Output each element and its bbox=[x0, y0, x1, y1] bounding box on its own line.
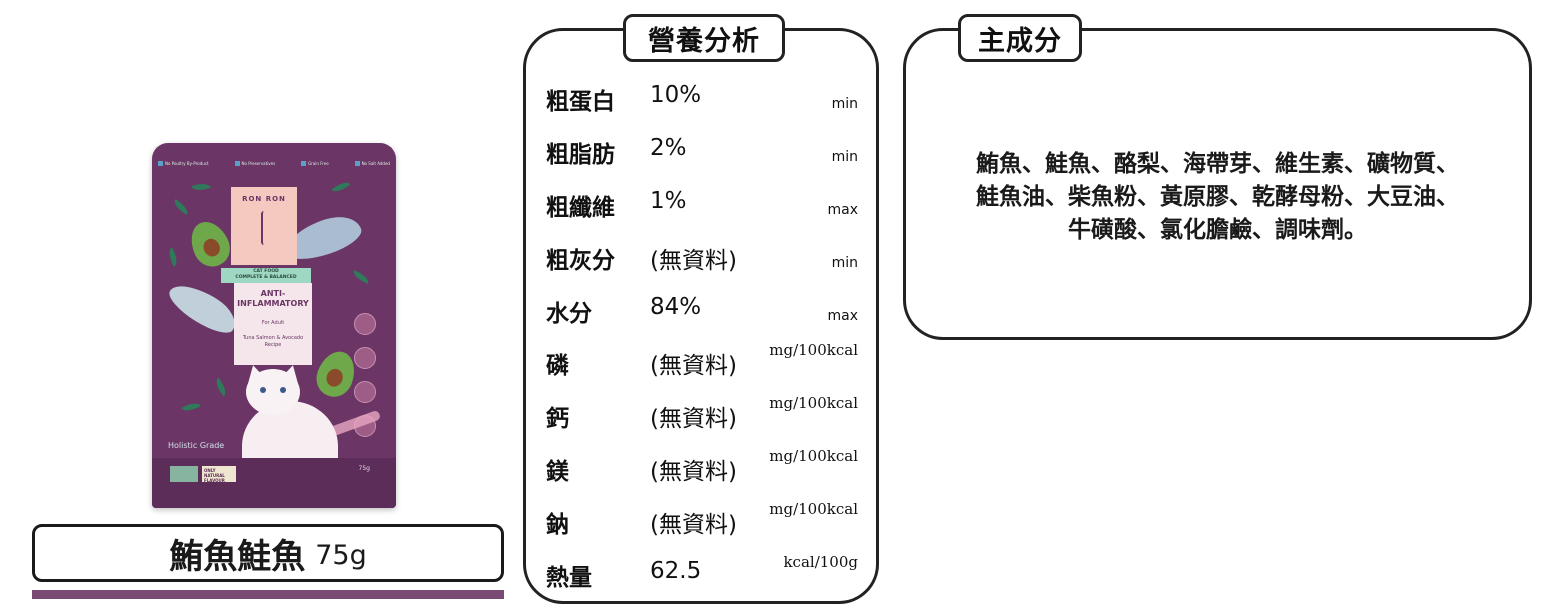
nutrition-row: 粗脂肪 2% min bbox=[546, 129, 858, 169]
category-bar: CAT FOOD COMPLETE & BALANCED bbox=[221, 268, 311, 283]
nutrition-label: 磷 bbox=[546, 353, 569, 379]
product-image: No Poultry By-Product No Preservatives G… bbox=[152, 143, 396, 508]
cat-eye bbox=[260, 387, 266, 393]
avocado-icon bbox=[183, 215, 237, 273]
nutrition-value: (無資料) bbox=[650, 459, 737, 485]
nutrition-value: (無資料) bbox=[650, 512, 737, 538]
holistic-grade-logo: Holistic Grade bbox=[168, 441, 225, 450]
nutrition-value: (無資料) bbox=[650, 248, 737, 274]
ingredients-line: 牛磺酸、氯化膽鹼、調味劑。 bbox=[1068, 217, 1367, 243]
nutrition-row: 水分 84% max bbox=[546, 288, 858, 328]
nutrition-row: 鈣 (無資料) mg/100kcal bbox=[546, 393, 858, 433]
leaf-icon bbox=[331, 178, 351, 196]
nutrition-row: 粗灰分 (無資料) min bbox=[546, 235, 858, 275]
nutrition-unit: max bbox=[827, 202, 858, 218]
pouch-info-box: ANTI-INFLAMMATORY For Adult Tuna Salmon … bbox=[234, 283, 312, 365]
subcategory-text: COMPLETE & BALANCED bbox=[235, 275, 297, 280]
pouch-badges bbox=[354, 313, 378, 449]
check-icon bbox=[158, 161, 163, 166]
pouch-recipe: Tuna Salmon & Avocado Recipe bbox=[242, 335, 304, 348]
nutrition-row: 粗蛋白 10% min bbox=[546, 76, 858, 116]
nutrition-unit: min bbox=[831, 96, 858, 112]
pouch-claim: Grain Free bbox=[301, 161, 329, 166]
category-text: CAT FOOD bbox=[253, 269, 279, 274]
nutrition-label: 粗灰分 bbox=[546, 248, 615, 274]
check-icon bbox=[354, 161, 360, 166]
cat-head bbox=[246, 369, 300, 415]
nutrition-label: 鈉 bbox=[546, 512, 569, 538]
nutrition-label: 粗蛋白 bbox=[546, 89, 615, 115]
ingredients-title: 主成分 bbox=[958, 14, 1082, 62]
nutrition-value: (無資料) bbox=[650, 406, 737, 432]
pouch-claim: No Poultry By-Product bbox=[158, 161, 209, 166]
pouch-headline: ANTI-INFLAMMATORY bbox=[237, 289, 309, 308]
product-name-plaque: 鮪魚鮭魚 75g bbox=[32, 524, 504, 582]
nutrition-title: 營養分析 bbox=[623, 14, 785, 62]
leaf-icon bbox=[351, 270, 371, 284]
nutrition-label: 粗纖維 bbox=[546, 195, 615, 221]
leaf-icon bbox=[212, 377, 230, 397]
nutrition-value: (無資料) bbox=[650, 353, 737, 379]
nutrition-row: 鈉 (無資料) mg/100kcal bbox=[546, 499, 858, 539]
cat-eye bbox=[280, 387, 286, 393]
salmon-fish-icon bbox=[163, 275, 243, 341]
natural-flavour-badge: ONLY NATURAL FLAVOUR FOOD bbox=[202, 466, 236, 488]
badge-icon bbox=[354, 313, 376, 335]
pouch-net-weight: 75g bbox=[358, 465, 370, 472]
brand-label: RON RON bbox=[231, 187, 297, 265]
pouch-audience: For Adult bbox=[261, 320, 285, 326]
leaf-icon bbox=[171, 199, 191, 215]
certification-seal-icon bbox=[170, 466, 198, 482]
nutrition-row: 鎂 (無資料) mg/100kcal bbox=[546, 446, 858, 486]
nutrition-unit: kcal/100g bbox=[783, 553, 858, 571]
ingredients-list: 鮪魚、鮭魚、酪梨、海帶芽、維生素、礦物質、 鮭魚油、柴魚粉、黃原膠、乾酵母粉、大… bbox=[925, 148, 1510, 247]
nutrition-label: 熱量 bbox=[546, 565, 592, 591]
nutrition-unit: mg/100kcal bbox=[769, 500, 858, 518]
nutrition-unit: max bbox=[827, 308, 858, 324]
product-weight: 75g bbox=[315, 539, 367, 571]
check-icon bbox=[234, 161, 240, 166]
leaf-icon bbox=[181, 399, 201, 415]
leaf-icon bbox=[191, 180, 211, 194]
nutrition-unit: min bbox=[831, 255, 858, 271]
nutrition-value: 1% bbox=[650, 188, 687, 214]
nutrition-label: 鈣 bbox=[546, 406, 569, 432]
nutrition-value: 62.5 bbox=[650, 558, 702, 584]
badge-icon bbox=[354, 381, 376, 403]
badge-icon bbox=[354, 347, 376, 369]
nutrition-label: 粗脂肪 bbox=[546, 142, 615, 168]
nutrition-row: 粗纖維 1% max bbox=[546, 182, 858, 222]
nutrition-row: 熱量 62.5 kcal/100g bbox=[546, 552, 858, 592]
nutrition-panel bbox=[523, 28, 879, 604]
nutrition-value: 10% bbox=[650, 82, 702, 108]
product-name: 鮪魚鮭魚 bbox=[169, 536, 306, 577]
check-icon bbox=[301, 161, 307, 166]
nutrition-value: 84% bbox=[650, 294, 702, 320]
cat-logo-icon bbox=[261, 211, 267, 245]
pouch-claims: No Poultry By-Product No Preservatives G… bbox=[158, 161, 390, 166]
brand-name: RON RON bbox=[242, 195, 286, 203]
nutrition-label: 鎂 bbox=[546, 459, 569, 485]
ingredients-panel bbox=[903, 28, 1532, 340]
nutrition-unit: mg/100kcal bbox=[769, 447, 858, 465]
nutrition-unit: min bbox=[831, 149, 858, 165]
nutrition-label: 水分 bbox=[546, 301, 592, 327]
pouch-claim: No Preservatives bbox=[234, 161, 275, 166]
nutrition-unit: mg/100kcal bbox=[769, 341, 858, 359]
nutrition-unit: mg/100kcal bbox=[769, 394, 858, 412]
leaf-icon bbox=[165, 247, 181, 267]
accent-bar bbox=[32, 590, 504, 599]
nutrition-value: 2% bbox=[650, 135, 687, 161]
pouch-claim: No Salt Added bbox=[354, 161, 390, 166]
nutrition-row: 磷 (無資料) mg/100kcal bbox=[546, 340, 858, 380]
ingredients-line: 鮪魚、鮭魚、酪梨、海帶芽、維生素、礦物質、 bbox=[976, 151, 1459, 177]
ingredients-line: 鮭魚油、柴魚粉、黃原膠、乾酵母粉、大豆油、 bbox=[976, 184, 1459, 210]
